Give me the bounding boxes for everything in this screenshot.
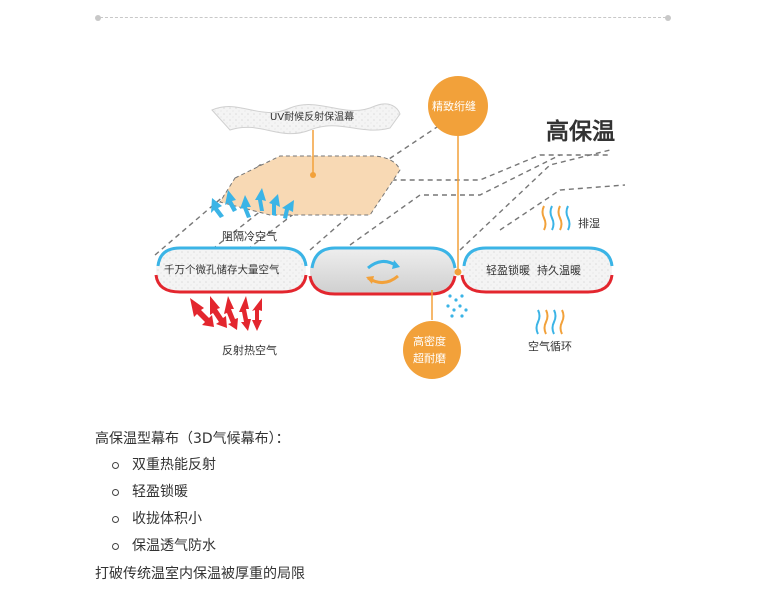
micro-pores-label: 千万个微孔储存大量空气 [164,264,280,276]
feature-item: 双重热能反射 [110,452,216,479]
feature-text: 轻盈锁暖 [132,484,188,500]
diagram-illustration [154,76,626,379]
summary-text: 打破传统温室内保温被厚重的局限 [95,566,305,582]
feature-text: 收拢体积小 [132,511,202,527]
uv-curtain-sheet [211,103,401,135]
water-droplets [446,294,468,318]
bullet-icon [112,489,119,496]
pod-left [154,246,308,294]
cold-air-arrows [211,188,294,219]
dehumidify-label: 排湿 [578,217,600,230]
dehumidify-arrows [541,205,571,231]
reflect-heat-label: 反射热空气 [222,344,277,357]
feature-item: 收拢体积小 [110,506,216,533]
pod-right [460,246,614,294]
bullet-icon [112,462,119,469]
feature-text: 双重热能反射 [132,457,216,473]
fine-seam-badge [428,76,488,136]
high-density-badge [403,321,461,379]
fine-seam-label: 精致绗缝 [432,100,476,113]
uv-curtain-dot [310,172,316,178]
bullet-icon [112,516,119,523]
feature-item: 轻盈锁暖 [110,479,216,506]
high-density-label-2: 超耐磨 [413,352,446,365]
high-density-label-1: 高密度 [413,335,446,348]
uv-curtain-label: UV耐候反射保温幕 [270,112,355,123]
lightweight-warm-label: 轻盈锁暖 持久温暖 [486,264,581,277]
feature-item: 保温透气防水 [110,533,216,560]
air-circulation-arrows [535,309,565,335]
pod-middle [308,246,457,296]
section-divider [95,15,671,21]
bullet-icon [112,543,119,550]
divider-dot [665,15,671,21]
feature-text: 保温透气防水 [132,538,216,554]
seam-dot [454,268,462,276]
air-circulation-label: 空气循环 [528,340,572,353]
divider-line [100,17,666,18]
divider-dot [95,15,101,21]
feature-list: 双重热能反射 轻盈锁暖 收拢体积小 保温透气防水 [110,452,216,560]
heat-arrows [190,296,262,331]
diagram-title: 高保温 [546,119,615,145]
product-diagram: UV耐候反射保温幕 精致绗缝 高保温 阻隔冷空气 排湿 千万个微孔储存大量空气 … [150,70,640,400]
product-caption: 高保温型幕布（3D气候幕布）： [95,431,290,447]
block-cold-air-label: 阻隔冷空气 [222,230,277,243]
